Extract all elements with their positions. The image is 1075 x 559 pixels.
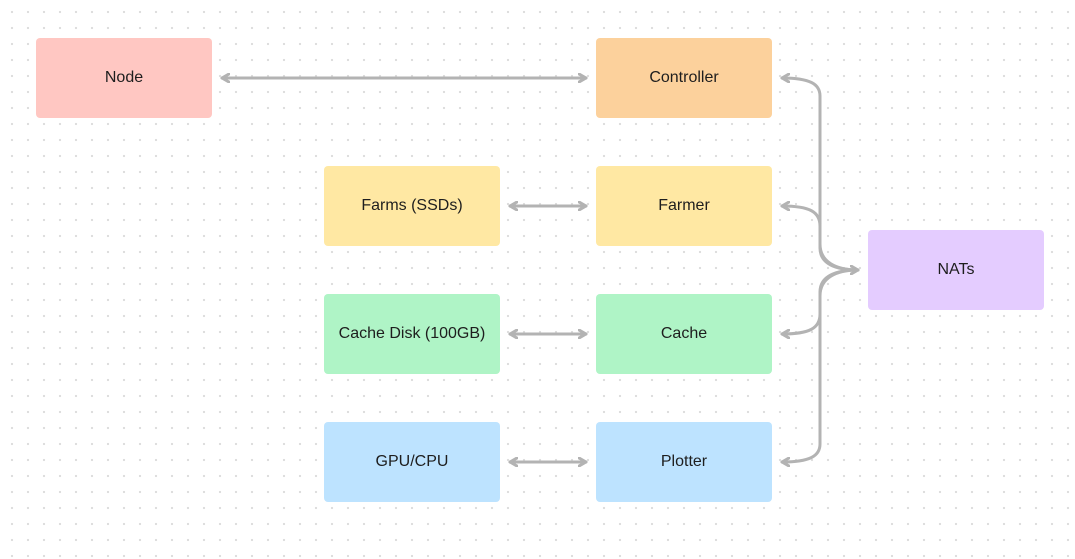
farms-label: Farms (SSDs) bbox=[361, 197, 463, 214]
nats-farmer-connector bbox=[780, 206, 860, 272]
farmer-box[interactable]: Farmer bbox=[596, 166, 772, 246]
gpu-cpu-label: GPU/CPU bbox=[375, 453, 449, 470]
farms-box[interactable]: Farms (SSDs) bbox=[324, 166, 500, 246]
nats-cache-connector bbox=[780, 268, 860, 334]
cache-disk-box[interactable]: Cache Disk (100GB) bbox=[324, 294, 500, 374]
nats-controller-connector bbox=[780, 78, 860, 270]
node-box[interactable]: Node bbox=[36, 38, 212, 118]
nats-label: NATs bbox=[937, 261, 975, 278]
farmer-label: Farmer bbox=[658, 197, 710, 214]
controller-label: Controller bbox=[649, 69, 719, 86]
gpu-cpu-box[interactable]: GPU/CPU bbox=[324, 422, 500, 502]
cache-box[interactable]: Cache bbox=[596, 294, 772, 374]
cache-label: Cache bbox=[660, 325, 708, 342]
nats-box[interactable]: NATs bbox=[868, 230, 1044, 310]
node-label: Node bbox=[104, 69, 144, 86]
controller-box[interactable]: Controller bbox=[596, 38, 772, 118]
plotter-label: Plotter bbox=[660, 453, 708, 470]
cache-disk-label: Cache Disk (100GB) bbox=[338, 325, 486, 342]
nats-plotter-connector bbox=[780, 268, 860, 462]
plotter-box[interactable]: Plotter bbox=[596, 422, 772, 502]
